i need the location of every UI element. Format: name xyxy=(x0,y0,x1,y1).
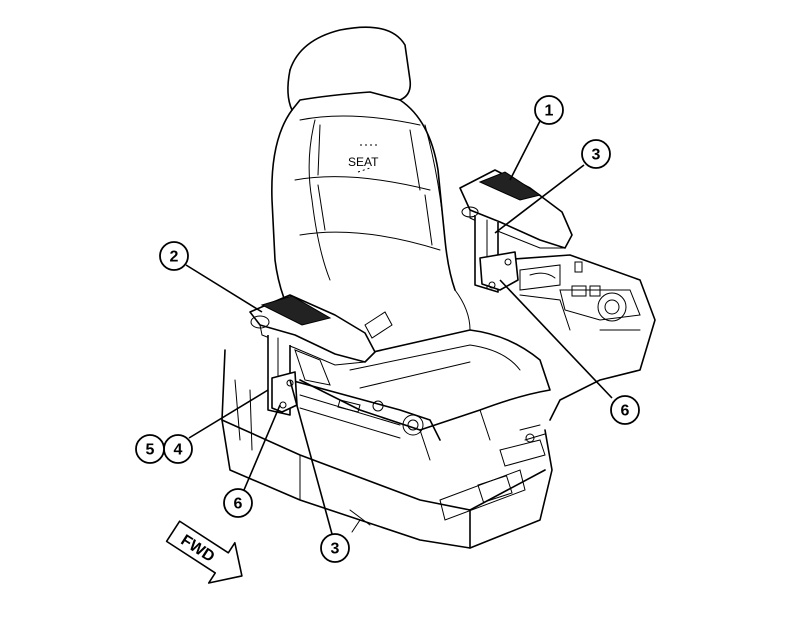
leader-lines xyxy=(185,120,613,535)
callout-5: 5 xyxy=(135,434,165,464)
callout-6-left: 6 xyxy=(223,488,253,518)
callout-4: 4 xyxy=(163,434,193,464)
seat-label: SEAT xyxy=(348,155,379,169)
callout-2: 2 xyxy=(159,241,189,271)
fwd-direction-arrow: FWD xyxy=(165,520,243,584)
seat-base xyxy=(221,349,553,549)
svg-text:3: 3 xyxy=(592,147,601,164)
left-armrest xyxy=(249,294,376,416)
callout-3-left: 3 xyxy=(320,533,350,563)
seat-backrest xyxy=(271,26,456,331)
seat-cushion xyxy=(299,289,551,461)
svg-text:6: 6 xyxy=(621,403,630,420)
callout-6-right: 6 xyxy=(610,395,640,425)
callout-3-right: 3 xyxy=(581,139,611,169)
left-console xyxy=(289,379,441,441)
right-console xyxy=(499,254,656,421)
svg-text:6: 6 xyxy=(234,496,243,513)
right-armrest xyxy=(459,169,573,293)
svg-text:3: 3 xyxy=(331,541,340,558)
svg-text:1: 1 xyxy=(545,103,554,120)
svg-text:2: 2 xyxy=(170,249,179,266)
callout-1: 1 xyxy=(534,95,564,125)
svg-text:4: 4 xyxy=(174,442,183,459)
svg-text:5: 5 xyxy=(146,442,155,459)
